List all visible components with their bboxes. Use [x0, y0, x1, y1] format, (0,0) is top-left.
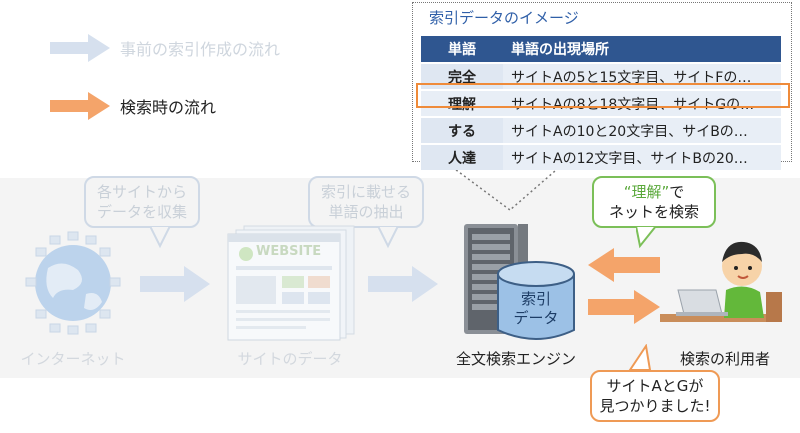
row-word: する	[421, 116, 503, 144]
legend-pre-index: 事前の索引作成の流れ	[50, 34, 280, 62]
label-internet: インターネット	[20, 350, 126, 368]
index-table: 単語 単語の出現場所 完全 サイトAの5と15文字目、サイトFの… 理解 サイト…	[421, 36, 781, 170]
highlight-box	[416, 83, 790, 108]
index-data-popup: 索引データのイメージ 単語 単語の出現場所 完全 サイトAの5と15文字目、サイ…	[412, 2, 792, 170]
table-row: する サイトAの10と20文字目、サイBの…	[421, 116, 781, 144]
callout-tail	[378, 226, 400, 249]
table-header-row: 単語 単語の出現場所	[421, 36, 781, 63]
database-icon	[497, 261, 575, 340]
label-user: 検索の利用者	[679, 350, 770, 368]
table-row: 理解 サイトAの8と18文字目、サイトGの…	[421, 89, 781, 117]
callout-collect-line2: データを収集	[96, 203, 187, 221]
label-engine: 全文検索エンジン	[455, 350, 576, 368]
database-label-line2: データ	[513, 309, 559, 327]
row-word: 人達	[421, 143, 503, 170]
callout-query: “理解”で ネットを検索	[592, 176, 716, 228]
row-locations: サイトAの10と20文字目、サイBの…	[503, 116, 781, 144]
header-word: 単語	[421, 36, 503, 63]
popup-title: 索引データのイメージ	[429, 9, 579, 27]
callout-result: サイトAとGが 見つかりました!	[590, 370, 720, 422]
popup-connector	[440, 157, 571, 211]
row-locations: サイトAの8と18文字目、サイトGの…	[503, 89, 781, 117]
table-row: 完全 サイトAの5と15文字目、サイトFの…	[421, 62, 781, 90]
header-locations: 単語の出現場所	[503, 36, 781, 63]
callout-query-line1: “理解”で	[594, 182, 714, 202]
table-row: 人達 サイトAの12文字目、サイトBの20…	[421, 143, 781, 170]
row-locations: サイトAの12文字目、サイトBの20…	[503, 143, 781, 170]
row-locations: サイトAの5と15文字目、サイトFの…	[503, 62, 781, 90]
database-label-line1: 索引	[520, 290, 551, 308]
callout-tail	[636, 226, 658, 249]
legend-pre-index-label: 事前の索引作成の流れ	[120, 40, 281, 59]
callout-result-line1: サイトAとGが	[606, 377, 704, 395]
orange-arrow-icon	[50, 92, 110, 120]
globe-icon	[25, 231, 121, 335]
callout-collect: 各サイトから データを収集	[84, 176, 200, 228]
website-banner: WEBSITE	[256, 244, 322, 259]
orange-arrow-right-icon	[588, 290, 660, 324]
callout-result-line2: 見つかりました!	[599, 397, 711, 415]
legend-search: 検索時の流れ	[50, 92, 216, 120]
faded-arrow-icon	[140, 266, 210, 302]
callout-extract: 索引に載せる 単語の抽出	[308, 176, 424, 228]
website-pages-icon	[227, 225, 355, 341]
label-site-data: サイトのデータ	[237, 350, 343, 368]
callout-extract-line1: 索引に載せる	[320, 183, 411, 201]
callout-extract-line2: 単語の抽出	[328, 203, 404, 221]
query-suffix: で	[669, 183, 685, 201]
callout-collect-line1: 各サイトから	[96, 183, 187, 201]
faded-arrow-icon	[50, 34, 110, 62]
row-word: 完全	[421, 62, 503, 90]
row-word: 理解	[421, 89, 503, 117]
user-icon	[660, 241, 782, 322]
callout-tail	[150, 226, 172, 249]
legend-search-label: 検索時の流れ	[120, 98, 217, 117]
callout-query-line2: ネットを検索	[608, 203, 699, 221]
query-keyword: “理解”	[623, 183, 670, 201]
orange-arrow-left-icon	[588, 248, 660, 282]
database-label: 索引 データ	[494, 290, 578, 328]
faded-arrow-icon	[368, 266, 438, 302]
